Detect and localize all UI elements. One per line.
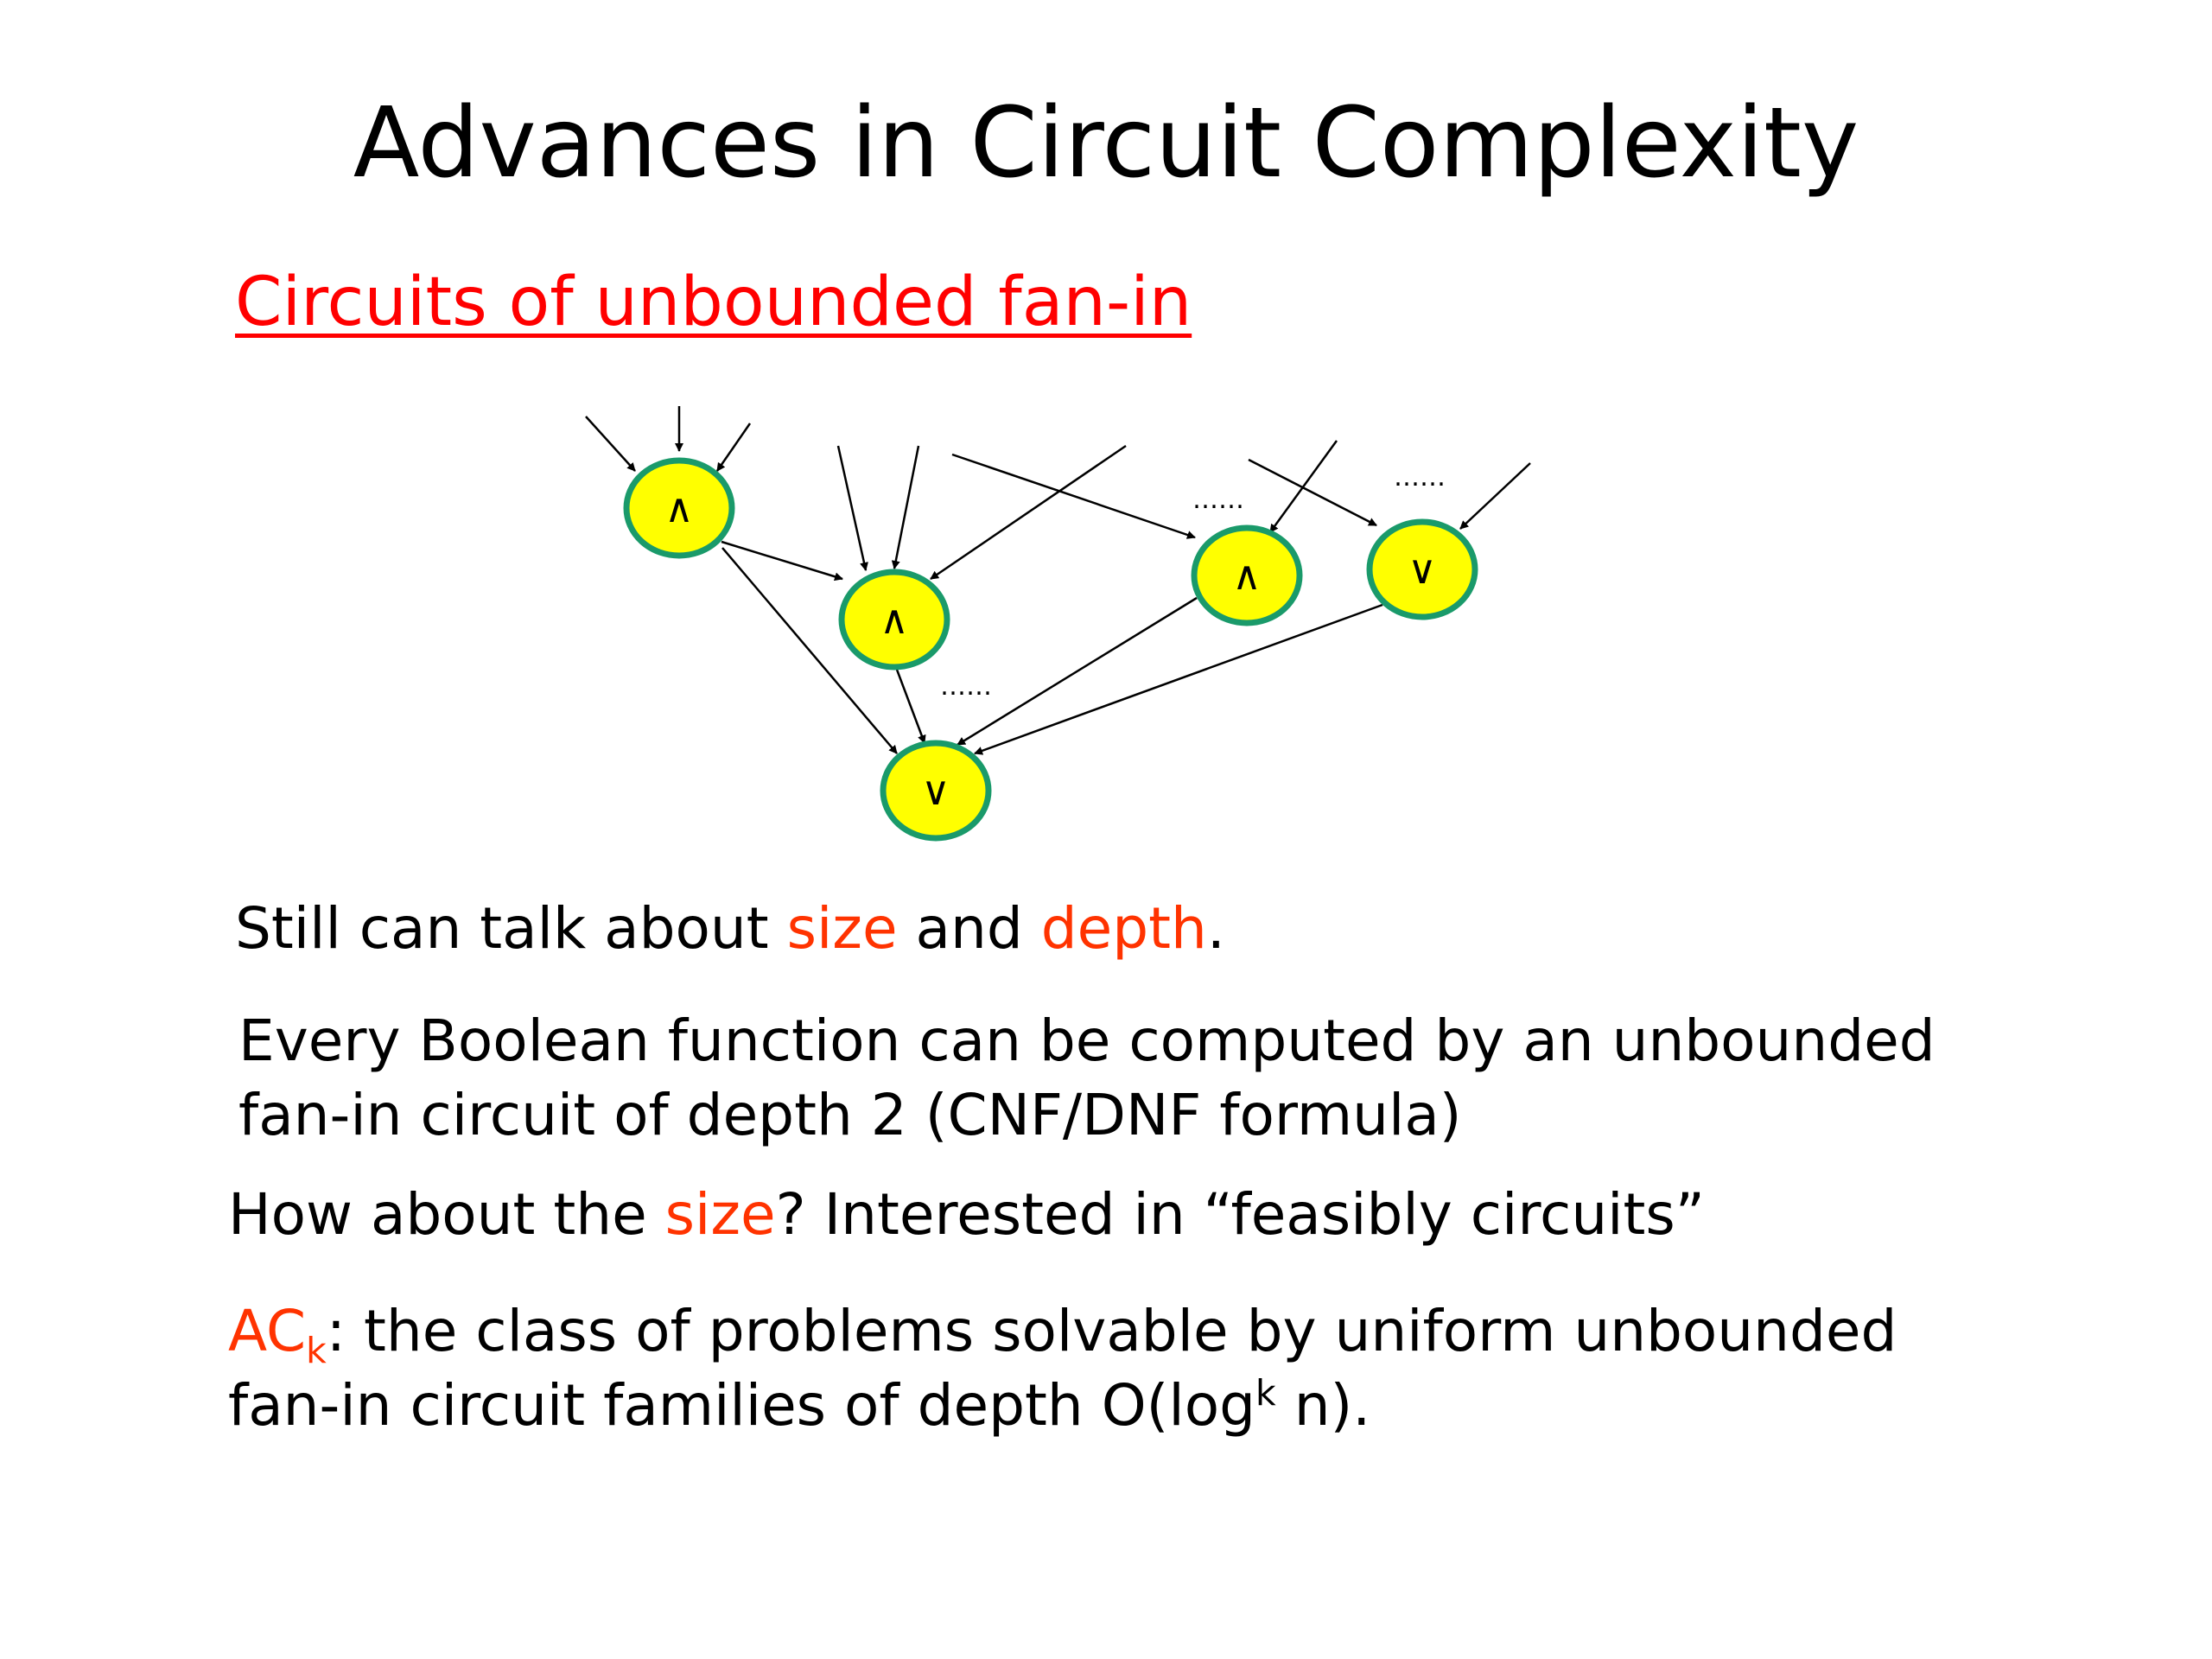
wire: [721, 540, 843, 582]
gate-symbol: ∨: [1408, 546, 1437, 593]
text: Still can talk about: [235, 895, 787, 962]
slide-subtitle: Circuits of unbounded fan-in: [235, 264, 1192, 341]
text: How about the: [228, 1181, 665, 1248]
text: n).: [1275, 1372, 1371, 1439]
text: fan-in circuit families of depth O(log: [228, 1372, 1256, 1439]
paragraph-size-question: How about the size? Interested in “feasi…: [228, 1178, 1705, 1252]
and-gate: [623, 457, 735, 559]
wire: [891, 445, 920, 569]
gate-symbol: ∧: [664, 485, 694, 531]
wire: [721, 547, 898, 754]
slide-title: Advances in Circuit Complexity: [353, 87, 1859, 200]
log-superscript: k: [1255, 1372, 1276, 1414]
gate-symbol: ∧: [880, 596, 909, 643]
wire: [1459, 462, 1531, 530]
text-line: Every Boolean function can be computed b…: [238, 1007, 1936, 1074]
ellipsis-label: ……: [1192, 485, 1244, 515]
text: : the class of problems solvable by unif…: [326, 1298, 1897, 1364]
text-line: fan-in circuit of depth 2 (CNF/DNF formu…: [238, 1082, 1462, 1148]
wire: [951, 453, 1196, 539]
paragraph-ack-definition: ACk: the class of problems solvable by u…: [228, 1294, 1897, 1443]
wire: [930, 444, 1127, 581]
ac-text: AC: [228, 1298, 307, 1364]
wire: [1248, 458, 1377, 527]
highlight-size: size: [664, 1181, 776, 1248]
wire: [715, 423, 752, 472]
wire: [974, 603, 1383, 755]
gate-symbol: ∨: [921, 767, 950, 814]
wire: [585, 416, 636, 472]
wire: [957, 596, 1198, 747]
highlight-size: size: [786, 895, 898, 962]
or-gate: [1366, 518, 1478, 620]
paragraph-size-depth: Still can talk about size and depth.: [235, 892, 1225, 966]
and-gate: [838, 569, 950, 671]
wire: [1268, 440, 1338, 533]
ac-label: ACk: [228, 1298, 327, 1369]
ellipsis-label: ……: [940, 671, 992, 702]
text: .: [1206, 895, 1225, 962]
wire: [836, 445, 868, 571]
highlight-depth: depth: [1040, 895, 1207, 962]
paragraph-boolean-function: Every Boolean function can be computed b…: [238, 1004, 1936, 1153]
ellipsis-label: ……: [1394, 462, 1446, 493]
text-line: fan-in circuit families of depth O(logk …: [228, 1369, 1897, 1443]
text-line: ACk: the class of problems solvable by u…: [228, 1294, 1897, 1369]
text: and: [897, 895, 1041, 962]
and-gate: [1191, 524, 1303, 626]
wire: [895, 669, 926, 744]
gate-symbol: ∧: [1232, 552, 1262, 599]
ac-subscript: k: [306, 1330, 327, 1372]
text: ? Interested in “feasibly circuits”: [775, 1181, 1705, 1248]
or-gate: [880, 740, 992, 842]
